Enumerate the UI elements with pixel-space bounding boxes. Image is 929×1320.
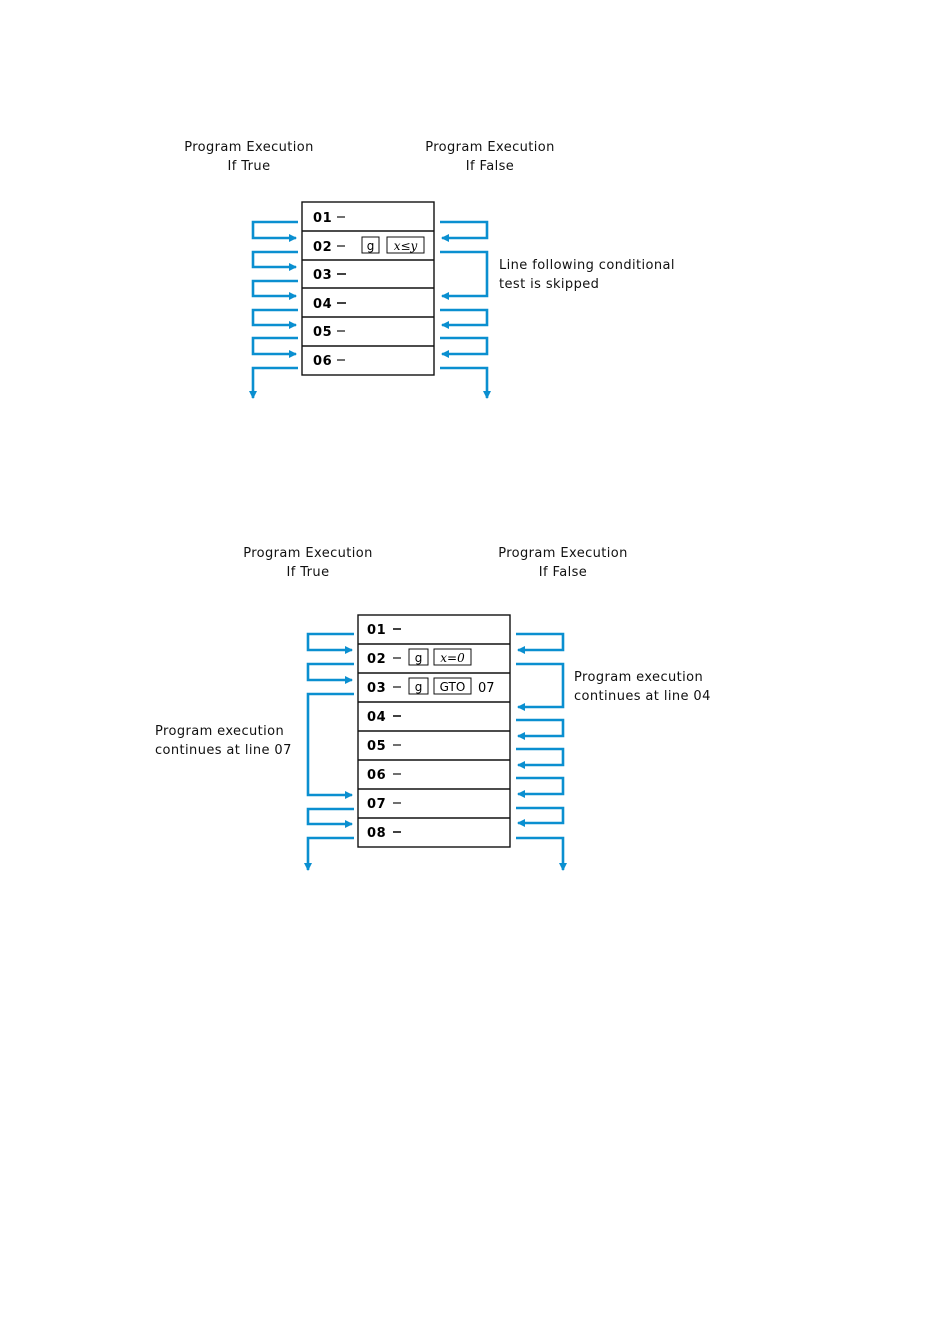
svg-text:g: g [367,239,375,253]
svg-text:GTO: GTO [440,680,466,694]
svg-text:07: 07 [367,797,386,812]
svg-text:01: 01 [313,211,332,226]
svg-text:03: 03 [313,268,332,283]
svg-text:x≤y: x≤y [394,239,418,253]
d2-line-02: 02 g x=0 [367,649,471,667]
d2-false-arrows [516,634,563,870]
svg-text:04: 04 [313,297,332,312]
d1-true-arrow-1 [253,222,298,238]
svg-text:06: 06 [313,354,332,369]
d1-true-arrow-5 [253,338,298,354]
d1-true-arrow-3 [253,281,298,296]
svg-text:07: 07 [478,681,495,696]
svg-text:06: 06 [367,768,386,783]
svg-text:04: 04 [367,710,386,725]
d1-true-arrow-2 [253,252,298,267]
d2-true-arrow-1 [308,634,354,650]
d2-true-arrows [308,634,354,870]
d2-false-arrow-1 [516,634,563,650]
d1-false-arrow-skip [440,252,487,296]
svg-text:08: 08 [367,826,386,841]
d2-false-arrow-exit [516,838,563,870]
d1-true-arrows [253,222,298,398]
d1-false-arrow-3 [440,338,487,354]
d1-false-arrow-1 [440,222,487,238]
d1-line-02: 02 g x≤y [313,237,424,255]
d2-true-arrow-3 [308,809,354,824]
d1-program-table [302,202,434,375]
svg-text:03: 03 [367,681,386,696]
d2-false-arrow-2 [516,720,563,736]
svg-text:05: 05 [313,325,332,340]
d1-false-arrows [440,222,487,398]
d2-false-arrow-skip [516,664,563,707]
d2-true-arrow-goto [308,694,354,795]
svg-text:x=0: x=0 [440,651,465,665]
svg-text:g: g [415,680,423,694]
svg-text:01: 01 [367,623,386,638]
svg-text:g: g [415,651,423,665]
svg-text:02: 02 [313,240,332,255]
d2-true-arrow-2 [308,664,354,680]
d1-true-arrow-4 [253,310,298,325]
svg-text:02: 02 [367,652,386,667]
d1-false-arrow-2 [440,310,487,325]
d1-true-arrow-exit [253,368,298,398]
d2-true-arrow-exit [308,838,354,870]
d1-false-arrow-exit [440,368,487,398]
d2-false-arrow-3 [516,749,563,765]
d2-false-arrow-4 [516,778,563,794]
d2-false-arrow-5 [516,808,563,823]
svg-text:05: 05 [367,739,386,754]
